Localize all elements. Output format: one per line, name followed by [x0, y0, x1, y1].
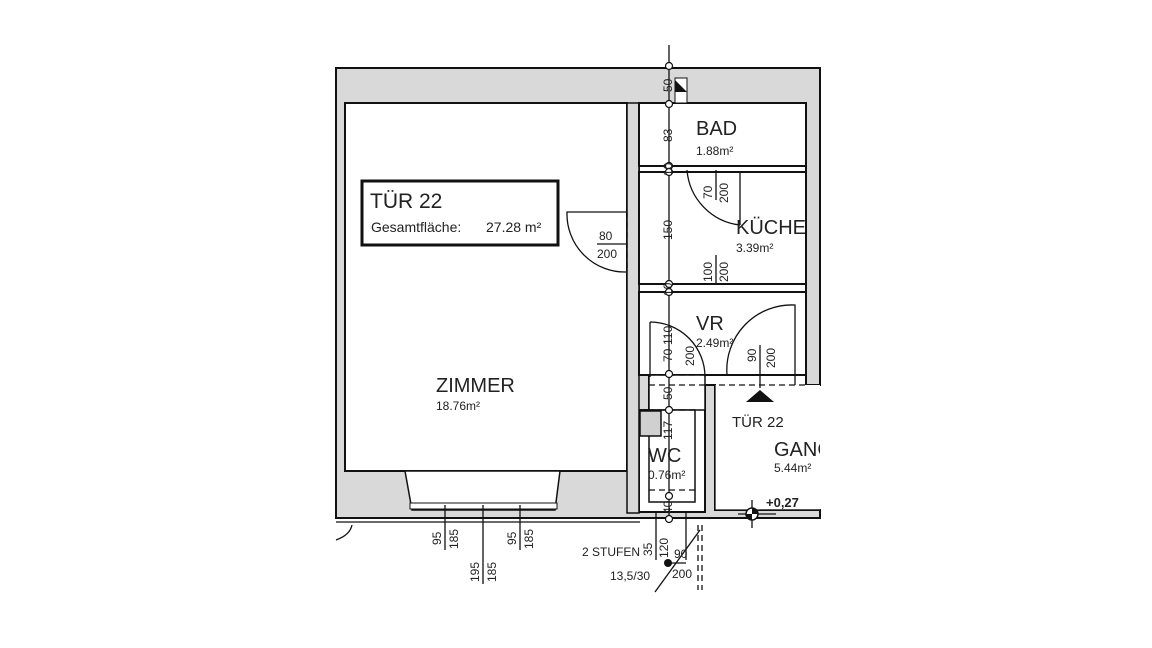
dim-door-bad-h: 200 [717, 183, 731, 203]
dim-stair-90: 90 [674, 547, 688, 561]
room-vr-area: 2.49m² [696, 336, 733, 350]
dim-83: 83 [661, 128, 675, 142]
stairs-label: 2 STUFEN [582, 545, 640, 559]
room-labels: ZIMMER 18.76m² BAD 1.88m² KÜCHE 3.39m² V… [436, 118, 833, 482]
dim-door-entry-h: 200 [764, 348, 778, 368]
dim-door-zimmer-w: 80 [599, 229, 613, 243]
dim-door-entry-w: 90 [745, 348, 759, 362]
dim-window-mid-h: 185 [485, 562, 499, 582]
dim-10: 10 [661, 162, 675, 176]
entrance-arrow-icon [746, 390, 774, 402]
dim-150: 150 [661, 220, 675, 240]
room-wc-name: WC [648, 445, 681, 467]
stairs: 2 STUFEN 13,5/30 35 120 90 200 [582, 512, 703, 593]
dim-10b: 10 [661, 282, 675, 296]
dim-50b: 50 [661, 386, 675, 400]
room-kueche-area: 3.39m² [736, 241, 773, 255]
dim-stair-200: 200 [672, 567, 692, 581]
shaft-icon [675, 80, 687, 92]
room-gang-name: GANG [774, 439, 833, 461]
dim-40: 40 [661, 500, 675, 514]
dimension-chain: 50 83 10 150 10 110 50 117 40 [661, 45, 688, 524]
dim-117: 117 [661, 421, 675, 440]
level-marker: +0,27 [738, 495, 820, 528]
dim-window-mid-w: 195 [468, 562, 482, 582]
dim-stair-120: 120 [657, 538, 671, 558]
room-wc-area: 0.76m² [648, 468, 685, 482]
room-bad-name: BAD [696, 118, 737, 140]
dim-50: 50 [661, 78, 675, 92]
stairs-ratio: 13,5/30 [610, 569, 650, 583]
dim-door-vr-h: 200 [683, 346, 697, 366]
room-kueche-name: KÜCHE [736, 217, 806, 239]
room-zimmer-name: ZIMMER [436, 375, 515, 397]
dim-110: 110 [661, 326, 675, 345]
window-dimensions: 95 185 195 185 95 185 [430, 505, 536, 584]
room-bad-area: 1.88m² [696, 144, 733, 158]
info-box: TÜR 22 Gesamtfläche: 27.28 m² [360, 179, 560, 247]
doors [566, 165, 806, 491]
dim-door-zimmer-h: 200 [597, 247, 617, 261]
dim-window-right-w: 95 [505, 531, 519, 545]
dim-window-left-h: 185 [447, 529, 461, 549]
dim-door-vr-w: 70 [661, 348, 675, 362]
room-gang-area: 5.44m² [774, 461, 811, 475]
dim-door-bad-w: 70 [701, 185, 715, 199]
dim-door-kueche-w: 100 [701, 262, 715, 282]
dim-stair-35: 35 [641, 542, 655, 556]
door-dimensions: 70 200 100 200 80 200 70 200 90 200 [597, 170, 778, 388]
walls [335, 67, 821, 541]
entrance-label: TÜR 22 [732, 413, 784, 431]
info-box-area-value: 27.28 m² [486, 219, 542, 235]
room-vr-name: VR [696, 313, 724, 335]
dim-window-right-h: 185 [522, 529, 536, 549]
room-zimmer-area: 18.76m² [436, 399, 480, 413]
level-value: +0,27 [766, 495, 799, 510]
info-box-title: TÜR 22 [370, 190, 442, 213]
info-box-area-label: Gesamtfläche: [371, 219, 461, 235]
dim-window-left-w: 95 [430, 531, 444, 545]
dim-door-kueche-h: 200 [717, 262, 731, 282]
